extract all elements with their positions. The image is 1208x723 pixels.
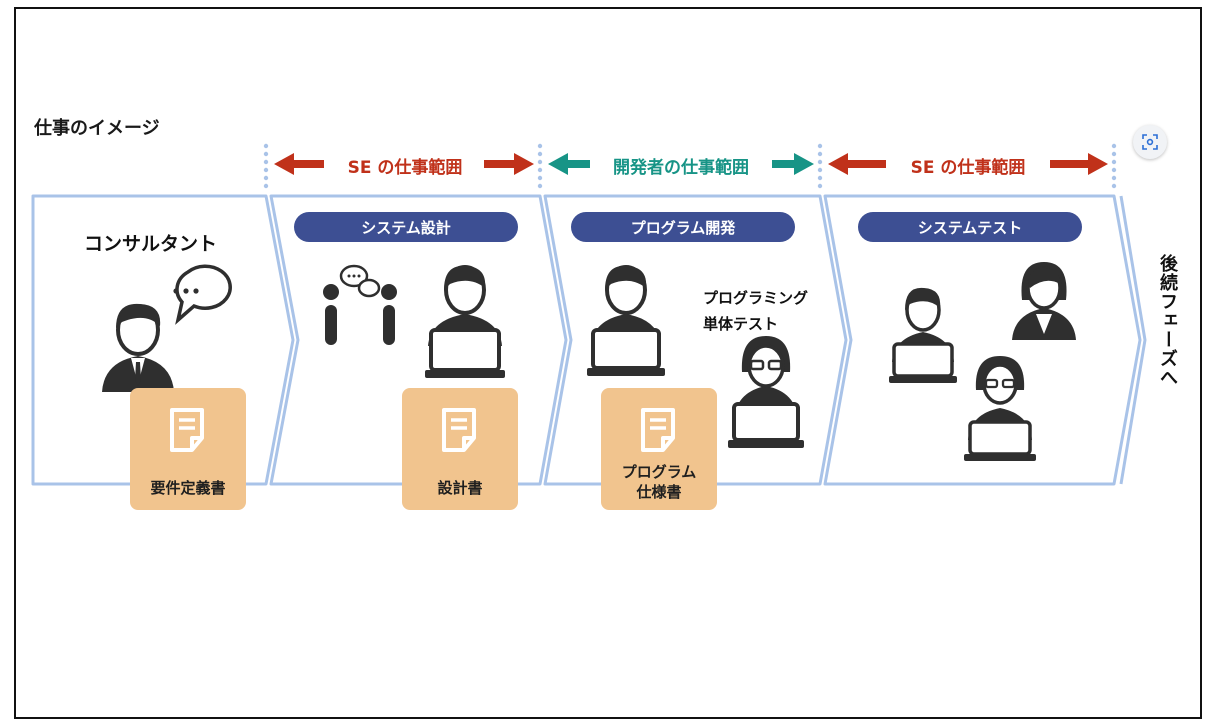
program-spec-label-line2: 仕様書 xyxy=(636,483,682,501)
document-icon xyxy=(170,408,204,452)
person-icon xyxy=(1012,262,1076,340)
person-icon xyxy=(102,303,174,392)
speech-bubble-icon xyxy=(173,264,232,325)
note-unit-test: 単体テスト xyxy=(703,315,779,333)
requirements-document: 要件定義書 xyxy=(130,388,246,510)
next-phase-label: 後続フェーズへ xyxy=(1157,254,1178,387)
phase-consultant: コンサルタント xyxy=(84,233,218,255)
arrow-left-icon xyxy=(828,153,886,175)
se-scope-label-right: SE の仕事範囲 xyxy=(910,157,1026,178)
person-icon xyxy=(964,356,1036,461)
design-document-label: 設計書 xyxy=(437,479,483,497)
person-icon xyxy=(728,336,804,448)
person-icon xyxy=(425,265,505,378)
phase-system-design: システム設計 xyxy=(294,212,518,242)
figure-title: 仕事のイメージ xyxy=(34,118,160,139)
phase-program-dev: プログラム開発 xyxy=(571,212,795,242)
laptop-icon xyxy=(732,402,800,442)
laptop-icon xyxy=(429,328,501,372)
arrow-right-icon xyxy=(484,153,534,175)
person-icon xyxy=(889,287,957,383)
laptop-icon xyxy=(892,342,954,378)
laptop-icon xyxy=(968,420,1032,456)
zoom-lens-icon[interactable] xyxy=(1133,125,1167,159)
dev-scope-label: 開発者の仕事範囲 xyxy=(613,157,749,178)
requirements-document-label: 要件定義書 xyxy=(150,479,226,497)
arrow-left-icon xyxy=(548,153,590,175)
note-programming: プログラミング xyxy=(703,289,809,307)
arrow-right-icon xyxy=(1050,153,1108,175)
laptop-icon xyxy=(591,328,661,370)
arrow-right-icon xyxy=(772,153,814,175)
phase-system-test: システムテスト xyxy=(858,212,1082,242)
arrow-left-icon xyxy=(274,153,324,175)
chat-icon xyxy=(323,264,397,345)
document-icon xyxy=(442,408,476,452)
program-spec-document: プログラム 仕様書 xyxy=(601,388,717,510)
document-icon xyxy=(641,408,675,452)
se-scope-label-left: SE の仕事範囲 xyxy=(347,157,463,178)
program-spec-label-line1: プログラム xyxy=(621,463,697,481)
design-document: 設計書 xyxy=(402,388,518,510)
person-icon xyxy=(587,265,665,376)
